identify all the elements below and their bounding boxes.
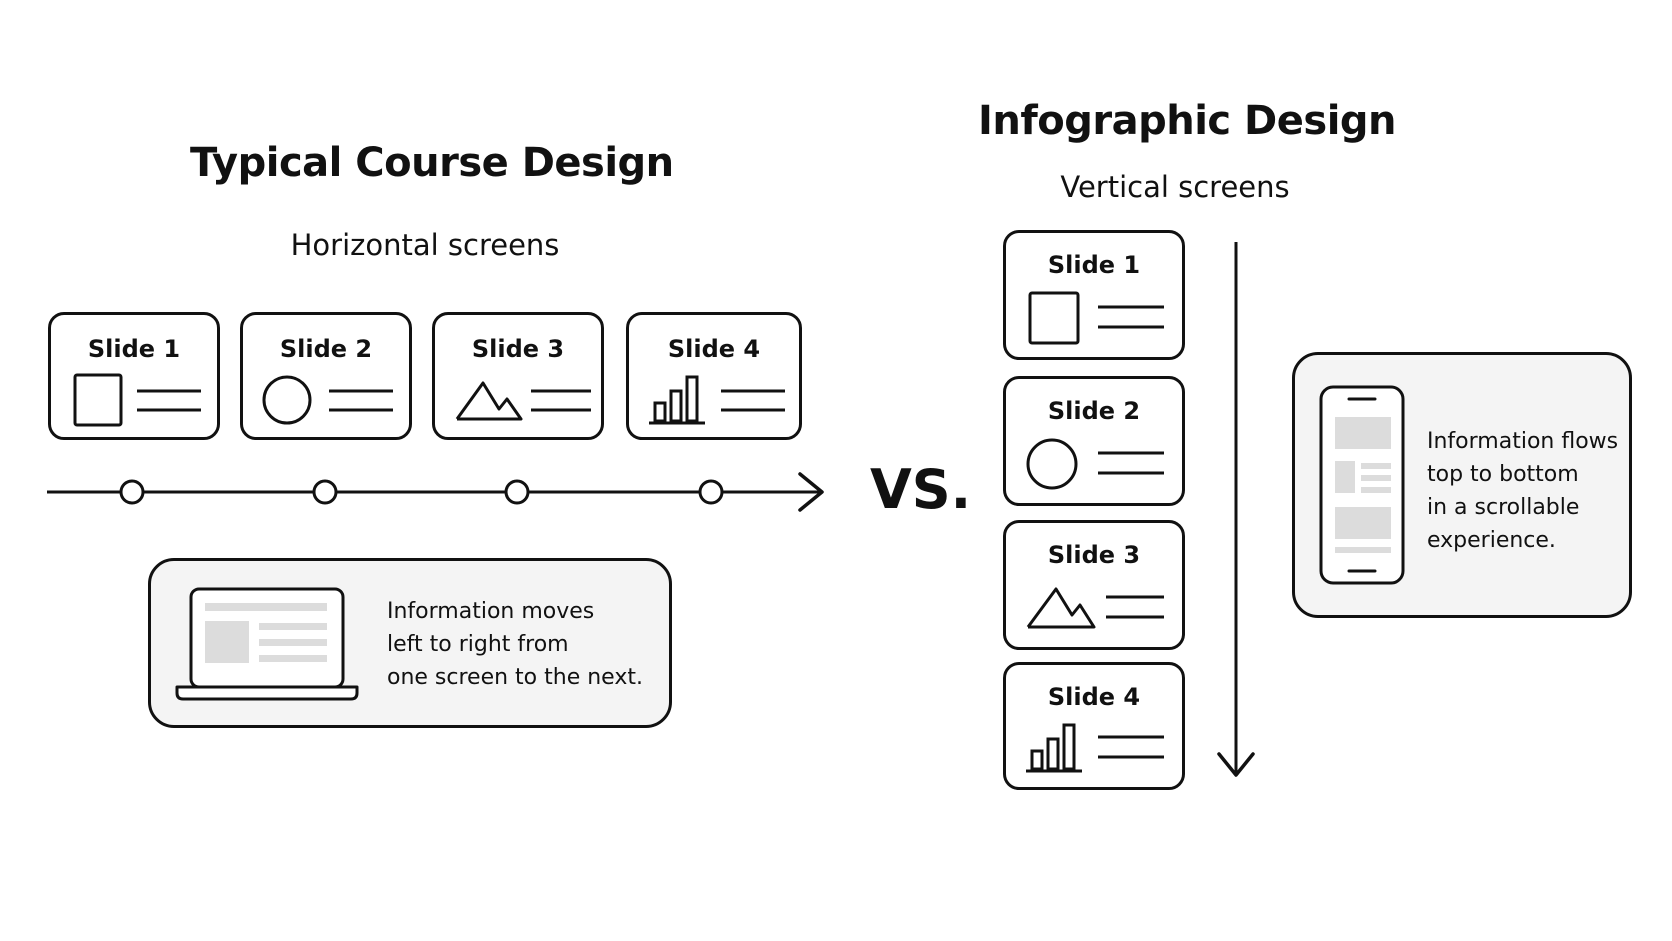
slide-label: Slide 4 [1047, 683, 1141, 711]
h-slide-4: Slide 4 [626, 312, 802, 440]
info-line: one screen to the next. [387, 665, 643, 690]
down-arrow-icon [1217, 752, 1255, 777]
right-arrow-icon [798, 472, 824, 512]
right-info-text: Information flows top to bottom in a scr… [1427, 425, 1618, 557]
slide-label: Slide 1 [1047, 251, 1141, 279]
square-icon [73, 373, 201, 427]
timeline-node [698, 479, 724, 505]
mountain-icon [455, 381, 591, 421]
mountain-icon [1026, 587, 1164, 629]
laptop-icon [175, 587, 359, 701]
vs-label: VS. [870, 458, 972, 521]
bar-chart-icon [649, 375, 785, 425]
v-slide-3: Slide 3 [1003, 520, 1185, 650]
v-slide-4: Slide 4 [1003, 662, 1185, 790]
v-slide-2: Slide 2 [1003, 376, 1185, 506]
slide-label: Slide 1 [87, 335, 181, 363]
timeline-node [312, 479, 338, 505]
slide-label: Slide 2 [1047, 397, 1141, 425]
bar-chart-icon [1026, 723, 1164, 773]
timeline-node [119, 479, 145, 505]
info-line: top to bottom [1427, 462, 1579, 487]
info-line: experience. [1427, 528, 1556, 553]
timeline-node [504, 479, 530, 505]
slide-label: Slide 4 [667, 335, 761, 363]
info-line: in a scrollable [1427, 495, 1580, 520]
right-info-box: Information flows top to bottom in a scr… [1292, 352, 1632, 618]
circle-icon [262, 375, 393, 425]
h-slide-2: Slide 2 [240, 312, 412, 440]
v-slide-1: Slide 1 [1003, 230, 1185, 360]
right-title: Infographic Design [978, 98, 1397, 144]
slide-label: Slide 2 [279, 335, 373, 363]
h-slide-3: Slide 3 [432, 312, 604, 440]
smartphone-icon [1319, 385, 1405, 585]
right-subtitle: Vertical screens [1060, 170, 1290, 204]
slide-label: Slide 3 [471, 335, 565, 363]
circle-icon [1026, 438, 1164, 490]
left-info-text: Information moves left to right from one… [387, 595, 643, 694]
left-subtitle: Horizontal screens [290, 228, 560, 262]
info-line: left to right from [387, 632, 569, 657]
square-icon [1028, 291, 1164, 345]
h-slide-1: Slide 1 [48, 312, 220, 440]
left-title: Typical Course Design [190, 140, 674, 186]
info-line: Information moves [387, 599, 595, 624]
left-info-box: Information moves left to right from one… [148, 558, 672, 728]
info-line: Information flows [1427, 429, 1619, 454]
slide-label: Slide 3 [1047, 541, 1141, 569]
